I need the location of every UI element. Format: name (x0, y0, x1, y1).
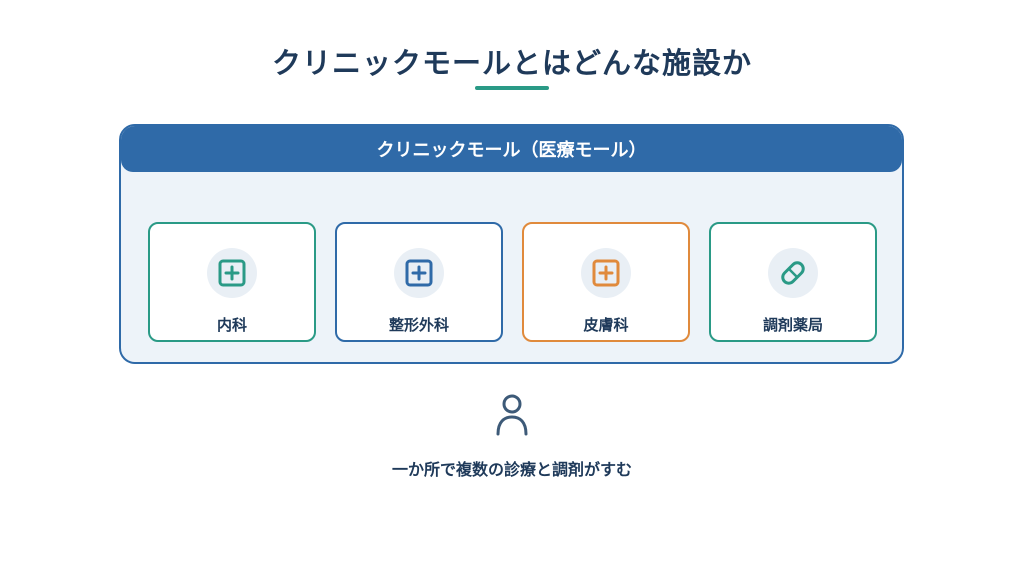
page-title: クリニックモールとはどんな施設か (271, 46, 752, 80)
facility-label: 整形外科 (388, 316, 449, 334)
clinic-mall-box: クリニックモール（医療モール） 内科 整形外科 (119, 124, 904, 364)
plus-icon (207, 248, 257, 298)
facility-label: 皮膚科 (583, 316, 629, 334)
caption: 一か所で複数の診療と調剤がすむ (391, 460, 632, 479)
pill-icon (768, 248, 818, 298)
facility-card-pharmacy: 調剤薬局 (709, 222, 877, 342)
facility-card-orthopedics: 整形外科 (335, 222, 503, 342)
title-underline (475, 86, 549, 90)
plus-icon (581, 248, 631, 298)
plus-icon (394, 248, 444, 298)
facility-label: 内科 (216, 316, 247, 334)
person-icon (494, 392, 530, 440)
facility-card-internal-medicine: 内科 (148, 222, 316, 342)
facility-card-dermatology: 皮膚科 (522, 222, 690, 342)
mall-header: クリニックモール（医療モール） (121, 126, 902, 172)
facility-label: 調剤薬局 (762, 316, 823, 334)
